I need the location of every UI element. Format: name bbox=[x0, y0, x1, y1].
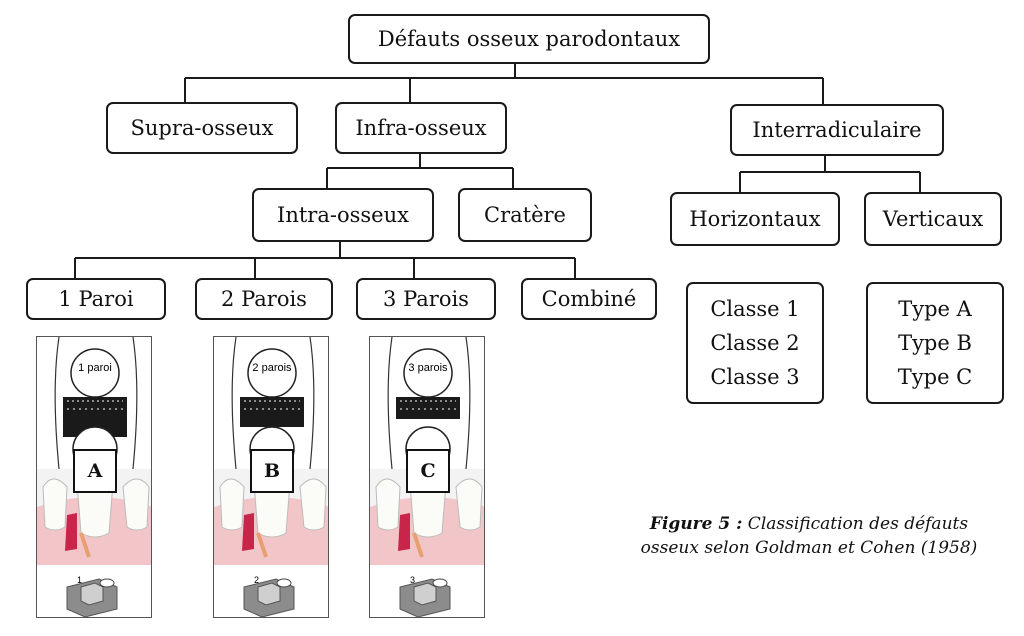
classes-list: Classe 1 Classe 2 Classe 3 bbox=[686, 282, 824, 404]
classe-item: Classe 2 bbox=[710, 331, 800, 355]
defect-illustration: 1 paroi 1 A bbox=[36, 336, 152, 618]
types-list: Type A Type B Type C bbox=[866, 282, 1004, 404]
verticaux-node: Verticaux bbox=[864, 192, 1002, 246]
combine-node: Combiné bbox=[521, 278, 657, 320]
parois-3-node: 3 Parois bbox=[356, 278, 496, 320]
defect-drawing: 2 parois 2 bbox=[214, 337, 328, 617]
illustration-letter: A bbox=[73, 449, 117, 493]
wall-count-label: 3 bbox=[410, 575, 415, 585]
defect-label: 1 paroi bbox=[78, 362, 112, 374]
infra-osseux-node: Infra-osseux bbox=[335, 102, 507, 154]
paroi-1-node: 1 Paroi bbox=[26, 278, 166, 320]
caption-text: Classification des défauts bbox=[742, 514, 969, 534]
classe-item: Classe 3 bbox=[710, 365, 800, 389]
figure-caption: Figure 5 : Classification des défauts os… bbox=[600, 512, 1018, 560]
defect-label: 2 parois bbox=[252, 362, 292, 374]
parois-2-node: 2 Parois bbox=[195, 278, 333, 320]
defect-label: 3 parois bbox=[408, 362, 448, 374]
illustration-letter: C bbox=[406, 449, 450, 493]
defect-drawing: 1 paroi 1 bbox=[37, 337, 151, 617]
defect-illustration: 3 parois 3 C bbox=[369, 336, 485, 618]
illustration-letter: B bbox=[250, 449, 294, 493]
figure-number: Figure 5 : bbox=[649, 514, 743, 534]
type-item: Type C bbox=[897, 365, 973, 389]
root-node: Défauts osseux parodontaux bbox=[348, 14, 710, 64]
wall-count-label: 2 bbox=[254, 575, 259, 585]
horizontaux-node: Horizontaux bbox=[670, 192, 840, 246]
type-item: Type B bbox=[898, 331, 972, 355]
type-item: Type A bbox=[898, 297, 972, 321]
defect-illustration: 2 parois 2 B bbox=[213, 336, 329, 618]
interradiculaire-node: Interradiculaire bbox=[730, 104, 944, 156]
intra-osseux-node: Intra-osseux bbox=[252, 188, 434, 242]
supra-osseux-node: Supra-osseux bbox=[106, 102, 298, 154]
cratere-node: Cratère bbox=[458, 188, 592, 242]
wall-count-label: 1 bbox=[77, 575, 82, 585]
classe-item: Classe 1 bbox=[710, 297, 800, 321]
caption-text-line2: osseux selon Goldman et Cohen (1958) bbox=[640, 538, 978, 558]
